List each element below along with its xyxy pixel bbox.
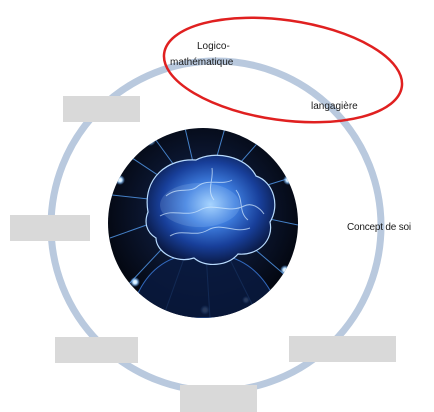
placeholder-box-top-left xyxy=(63,96,140,122)
label-logico: Logico- xyxy=(197,41,230,53)
label-langagiere: langagière xyxy=(311,101,358,113)
placeholder-box-bottom xyxy=(180,385,257,412)
label-mathematique: mathématique xyxy=(170,57,233,69)
highlight-ellipse xyxy=(157,4,409,136)
placeholder-box-bottom-right xyxy=(289,336,396,362)
placeholder-box-bottom-left xyxy=(55,337,138,363)
placeholder-box-left xyxy=(10,215,90,241)
brain-image xyxy=(108,128,298,318)
label-concept-de-soi: Concept de soi xyxy=(347,222,411,234)
